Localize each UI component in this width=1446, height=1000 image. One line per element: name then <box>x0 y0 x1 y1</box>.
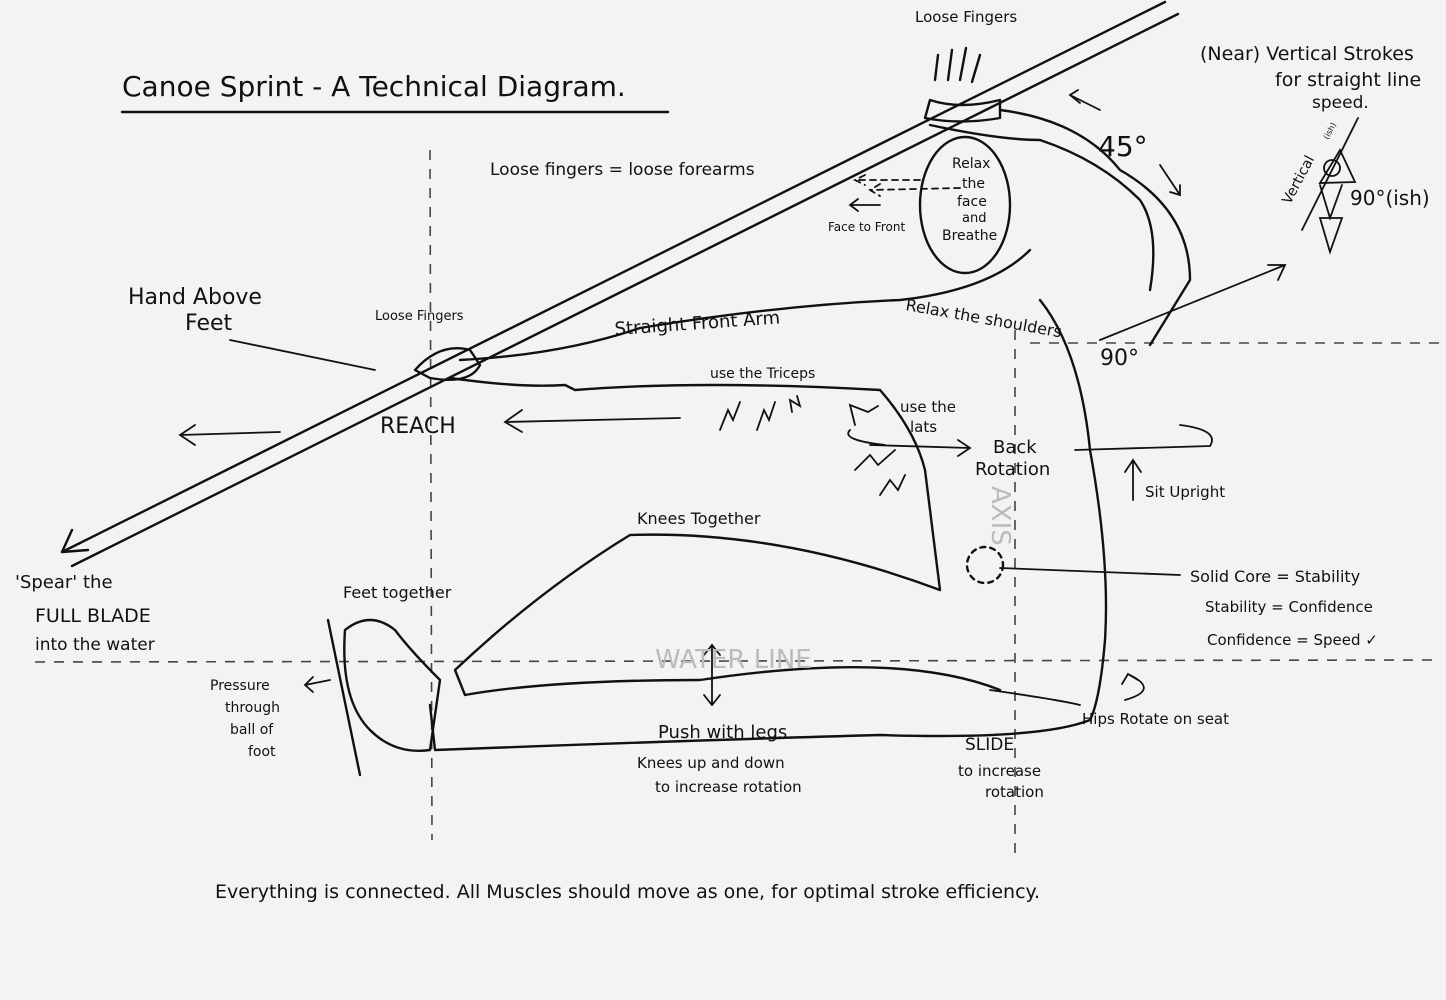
label-slide: SLIDE <box>965 735 1014 755</box>
back-rotation-arrow-icon <box>1074 424 1213 451</box>
label-near-vertical-2: for straight line <box>1275 69 1421 91</box>
label-slide-3: rotation <box>985 783 1044 801</box>
label-feet-together: Feet together <box>343 583 452 602</box>
angle-arrow-up-icon <box>1068 89 1101 111</box>
upper-leg <box>453 533 1002 697</box>
label-straight-front-arm: Straight Front Arm <box>614 307 781 340</box>
face-dashed-arrow-icon <box>852 174 921 186</box>
label-pressure: Pressure <box>210 678 270 694</box>
label-90-ish: 90°(ish) <box>1350 186 1430 210</box>
label-relax-face-3: face <box>957 194 987 210</box>
label-relax-shoulders: Relax the shoulders <box>904 295 1063 341</box>
label-hand-above-feet-2: Feet <box>185 311 233 336</box>
label-relax-face: Relax <box>952 156 990 172</box>
front-hand <box>413 347 482 382</box>
face-front-arrow-icon <box>848 198 881 212</box>
hips-rotate-arrow-icon <box>989 672 1145 706</box>
footrest <box>326 618 362 777</box>
reach-arrow-icon <box>503 409 681 433</box>
label-spear: 'Spear' the <box>15 572 113 593</box>
label-near-vertical-3: speed. <box>1312 93 1369 113</box>
label-sit-upright: Sit Upright <box>1145 483 1225 501</box>
vertical-stroke-icon <box>1301 117 1359 255</box>
label-pressure-4: foot <box>248 744 276 760</box>
spear-arrow-icon <box>60 528 90 554</box>
top-hand <box>923 46 1002 123</box>
paddler-figure <box>326 46 1192 777</box>
label-face-to-front: Face to Front <box>828 220 905 234</box>
label-knees-together: Knees Together <box>637 509 761 528</box>
label-into-water: into the water <box>35 635 155 655</box>
label-pressure-3: ball of <box>230 722 274 738</box>
label-knees-up-2: to increase rotation <box>655 778 802 796</box>
label-loose-forearms: Loose fingers = loose forearms <box>490 160 755 180</box>
paddle <box>60 0 1180 568</box>
label-loose-fingers-hand: Loose Fingers <box>375 309 464 324</box>
label-water-line: WATER LINE <box>655 645 812 675</box>
label-solid-core: Solid Core = Stability <box>1190 567 1360 586</box>
muscle-zigzags <box>719 395 906 496</box>
feet <box>343 618 442 752</box>
front-arm-top <box>458 248 1032 362</box>
label-relax-face-2: the <box>962 176 985 192</box>
label-hips-rotate: Hips Rotate on seat <box>1082 710 1229 728</box>
label-back-rotation-2: Rotation <box>975 459 1050 480</box>
label-relax-face-5: Breathe <box>942 228 997 244</box>
label-push-legs: Push with legs <box>658 722 787 743</box>
label-knees-up: Knees up and down <box>637 754 785 772</box>
label-full-blade: FULL BLADE <box>35 605 151 627</box>
arrows <box>178 89 1287 707</box>
label-use-lats-2: lats <box>910 418 937 436</box>
sit-upright-arrow-icon <box>1124 458 1142 501</box>
label-confidence: Confidence = Speed ✓ <box>1207 631 1378 649</box>
pressure-arrow-icon <box>303 676 331 693</box>
torso-front <box>878 388 942 592</box>
water-line <box>34 659 1441 663</box>
push-legs-arrow-icon <box>703 643 721 707</box>
back <box>1038 298 1108 722</box>
front-arm-bottom <box>448 376 882 392</box>
label-vertical: Vertical <box>1279 153 1318 207</box>
label-45-degrees: 45° <box>1098 130 1148 163</box>
core-circle <box>965 545 1005 585</box>
lower-leg <box>428 703 1092 752</box>
top-arm <box>998 108 1192 347</box>
hand-pointer-line <box>229 339 376 371</box>
page-title: Canoe Sprint - A Technical Diagram. <box>122 70 626 103</box>
label-hand-above-feet: Hand Above <box>128 285 262 310</box>
label-90-degrees: 90° <box>1100 346 1139 371</box>
label-loose-fingers-top: Loose Fingers <box>915 8 1017 26</box>
label-back-rotation: Back <box>993 437 1037 458</box>
label-pressure-2: through <box>225 700 280 716</box>
label-ish-small: (ish) <box>1322 121 1338 141</box>
label-use-lats: use the <box>900 398 956 416</box>
label-axis: AXIS <box>985 486 1015 546</box>
label-slide-2: to increase <box>958 762 1041 780</box>
reach-arrow-left-icon <box>178 424 281 446</box>
lats-arrow-icon <box>847 429 972 457</box>
label-use-triceps: use the Triceps <box>710 366 815 382</box>
head <box>918 135 1012 275</box>
label-near-vertical: (Near) Vertical Strokes <box>1200 43 1414 65</box>
label-relax-face-4: and <box>962 211 986 226</box>
angle-arrow-down-icon <box>1159 164 1181 197</box>
footer-note: Everything is connected. All Muscles sho… <box>215 881 1040 903</box>
label-reach: REACH <box>380 414 456 439</box>
core-pointer-line <box>999 567 1181 576</box>
stroke-direction-arrow-icon <box>1099 264 1287 341</box>
label-stability: Stability = Confidence <box>1205 598 1373 616</box>
